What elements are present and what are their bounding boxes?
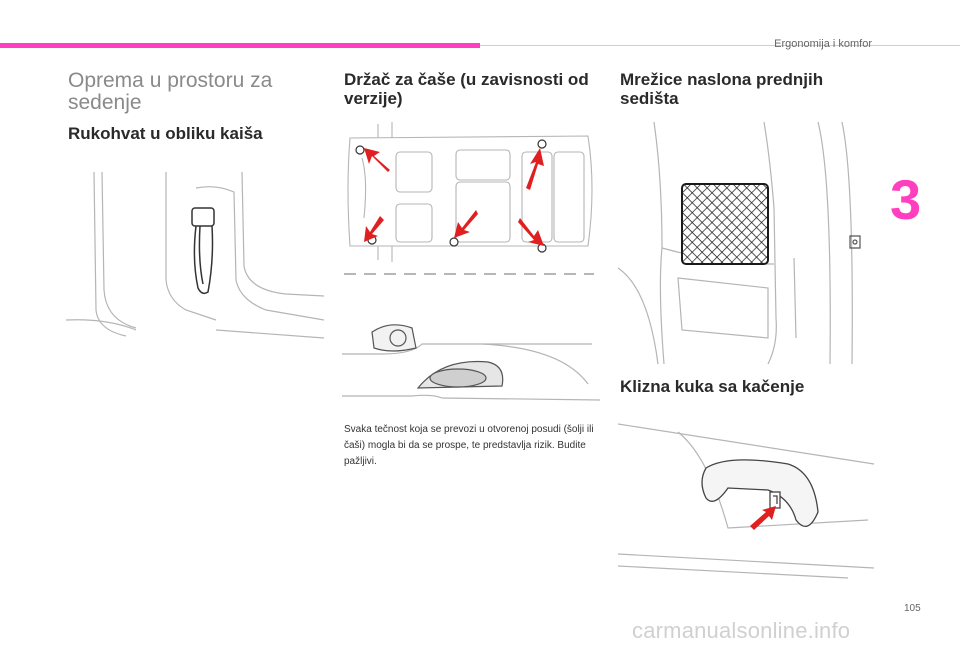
cup-holder-floorplan-illustration xyxy=(338,118,600,288)
seatback-net-illustration xyxy=(618,118,874,368)
sliding-hook-illustration xyxy=(618,416,876,580)
heading-grab-strap: Rukohvat u obliku kaiša xyxy=(68,124,263,143)
grab-strap-illustration xyxy=(66,170,324,342)
section-title: Oprema u prostoru za sedenje xyxy=(68,69,273,114)
heading-sliding-hook: Klizna kuka sa kačenje xyxy=(620,377,805,396)
chapter-color-bar xyxy=(0,43,480,48)
heading-cup-holder: Držač za čaše (u zavisnosti od verzije) xyxy=(344,70,589,108)
cup-holder-detail-illustration xyxy=(342,314,600,406)
page-number: 105 xyxy=(904,603,921,614)
running-head: Ergonomija i komfor xyxy=(774,38,872,50)
cup-holder-warning-text: Svaka tečnost koja se prevozi u otvoreno… xyxy=(344,424,594,467)
watermark-text: carmanualsonline.info xyxy=(632,618,851,643)
heading-seat-nets: Mrežice naslona prednjih sedišta xyxy=(620,70,824,108)
header-rule xyxy=(480,45,960,46)
chapter-number: 3 xyxy=(890,168,922,231)
